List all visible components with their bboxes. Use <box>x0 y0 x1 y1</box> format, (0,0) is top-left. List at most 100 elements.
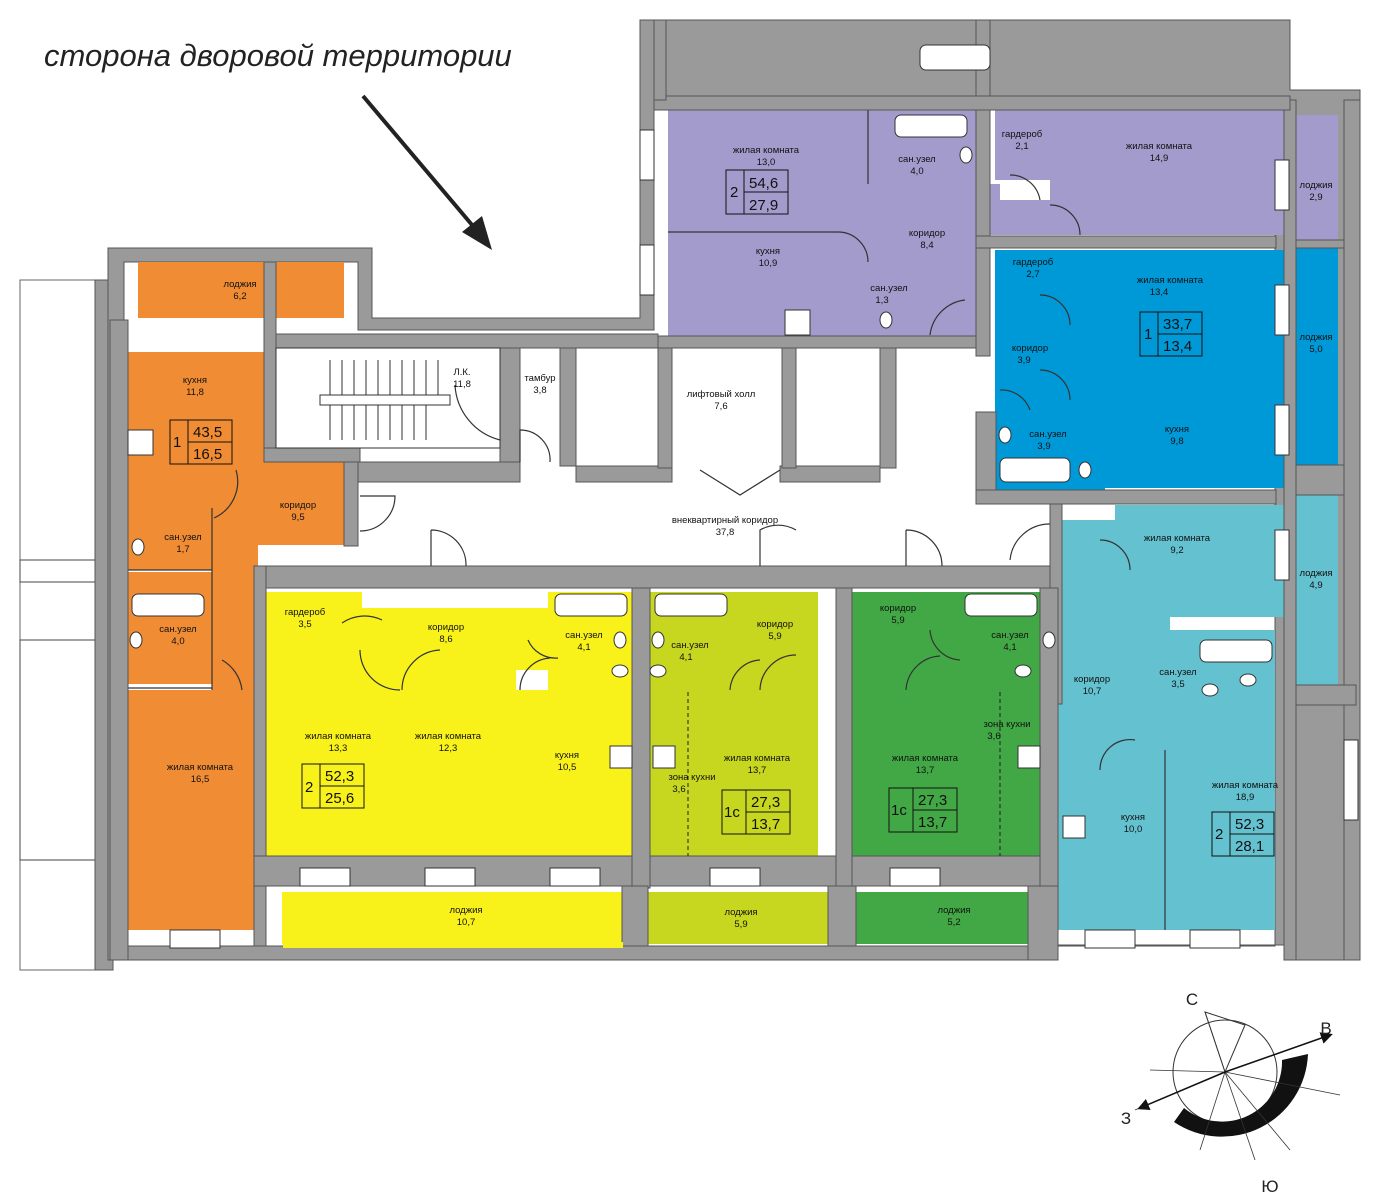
apt-yellow-rooms: 2 <box>305 779 313 796</box>
loggia-5-0 <box>1296 245 1338 465</box>
apt-purple-living: 27,9 <box>749 197 778 214</box>
apt-teal-living: 28,1 <box>1235 838 1264 855</box>
apt-olive-rooms: 1с <box>724 804 740 821</box>
apartment-olive[interactable] <box>648 592 836 944</box>
toilets <box>129 146 1257 697</box>
apt-olive-total: 27,3 <box>751 794 780 811</box>
apt-orange-living: 16,5 <box>193 446 222 463</box>
loggia-2-9 <box>1296 115 1338 240</box>
apartment-yellow[interactable] <box>266 592 632 944</box>
apt-olive-living: 13,7 <box>751 816 780 833</box>
apt-blue-total: 33,7 <box>1163 316 1192 333</box>
label-stair-lk: Л.К.11,8 <box>453 367 471 390</box>
compass-south: Ю <box>1261 1177 1278 1196</box>
stove-icons <box>127 309 1086 839</box>
compass-west: З <box>1121 1109 1131 1128</box>
apartment-green[interactable] <box>852 592 1048 944</box>
apt-green-total: 27,3 <box>918 792 947 809</box>
neighbour-building <box>19 279 114 971</box>
apt-box-green <box>888 787 958 833</box>
apt-box-blue <box>1139 311 1203 357</box>
apartment-blue[interactable] <box>995 245 1338 490</box>
apt-teal-total: 52,3 <box>1235 816 1264 833</box>
loggia-5-2 <box>856 892 1028 944</box>
apt-box-olive <box>721 789 791 835</box>
apt-blue-rooms: 1 <box>1144 326 1152 343</box>
interior-walls <box>109 19 1361 961</box>
apartment-purple[interactable] <box>668 110 1338 336</box>
apt-orange-total: 43,5 <box>193 424 222 441</box>
compass-north: С <box>1186 990 1198 1009</box>
courtyard-arrow-icon <box>361 94 492 250</box>
apt-yellow-living: 25,6 <box>325 790 354 807</box>
loggia-10-7 <box>282 892 622 944</box>
loggia-4-9 <box>1296 495 1338 685</box>
apartment-boxes: 1 43,5 16,5 2 54,6 27,9 1 33,7 13,4 2 52… <box>169 169 1275 857</box>
loggia-6-2 <box>138 262 344 318</box>
apt-box-purple <box>725 169 789 215</box>
apt-blue-living: 13,4 <box>1163 338 1192 355</box>
apt-green-rooms: 1с <box>891 802 907 819</box>
apt-box-yellow <box>301 763 365 809</box>
apt-purple-rooms: 2 <box>730 184 738 201</box>
compass-icon: С В Ю З <box>1121 990 1341 1196</box>
apt-teal-rooms: 2 <box>1215 826 1223 843</box>
kitchen-zone-lines <box>687 692 1001 856</box>
staircase <box>275 347 501 449</box>
doors <box>213 174 1136 771</box>
apt-box-teal <box>1211 811 1275 857</box>
apt-box-orange <box>169 419 233 465</box>
compass-east: В <box>1320 1019 1331 1038</box>
bathtubs <box>131 44 1273 663</box>
apt-purple-total: 54,6 <box>749 175 778 192</box>
apt-yellow-total: 52,3 <box>325 768 354 785</box>
apt-green-living: 13,7 <box>918 814 947 831</box>
courtyard-side-label: сторона дворовой территории <box>44 38 512 73</box>
windows <box>169 129 1359 949</box>
